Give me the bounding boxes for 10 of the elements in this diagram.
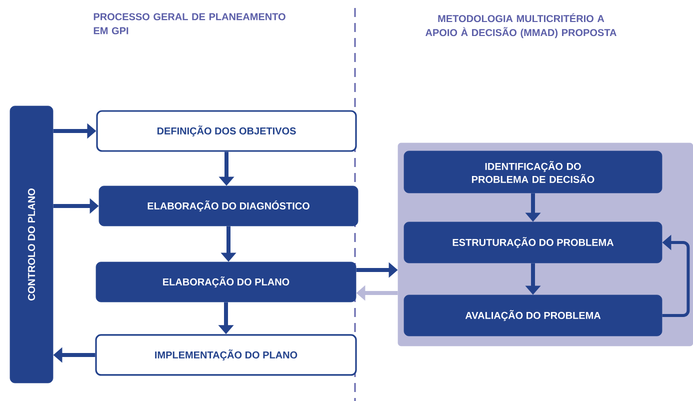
- process-box: AVALIAÇÃO DO PROBLEMA: [404, 294, 662, 336]
- process-box: DEFINIÇÃO DOS OBJETIVOS: [96, 110, 357, 152]
- process-box: IDENTIFICAÇÃO DO PROBLEMA DE DECISÃO: [404, 150, 662, 194]
- section-heading: PROCESSO GERAL DE PLANEAMENTO EM GPI: [94, 13, 286, 34]
- process-box: ELABORAÇÃO DO DIAGNÓSTICO: [98, 186, 358, 226]
- process-box: ELABORAÇÃO DO PLANO: [96, 262, 356, 302]
- process-box: IMPLEMENTAÇÃO DO PLANO: [95, 334, 357, 376]
- vertical-bar: CONTROLO DO PLANO: [10, 106, 54, 384]
- section-heading: METODOLOGIA MULTICRITÉRIO A APOIO À DECISÃO (MMAD) PROPOSTA: [426, 13, 616, 38]
- process-box: ESTRUTURAÇÃO DO PROBLEMA: [404, 222, 662, 264]
